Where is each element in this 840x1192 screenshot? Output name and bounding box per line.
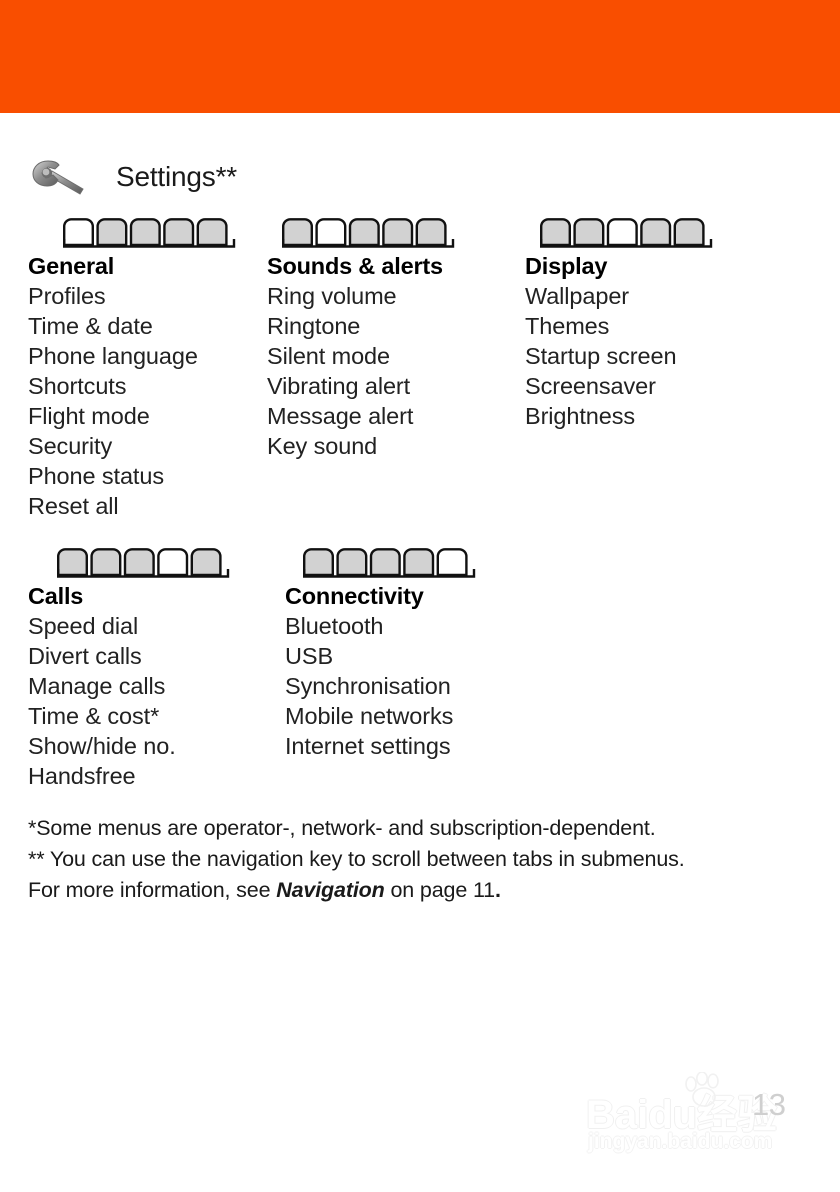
menu-list-general: Profiles Time & date Phone language Shor… [28, 281, 237, 521]
tab-4 [163, 218, 195, 247]
page-title: Settings** [116, 161, 237, 192]
footnote-line-1: *Some menus are operator-, network- and … [28, 816, 656, 840]
footnote-line-3: For more information, see Navigation on … [28, 875, 818, 906]
paw-print-icon [685, 1072, 719, 1107]
tab-2-selected [315, 218, 347, 247]
tab-5 [415, 218, 447, 247]
watermark-wordmark: Baidu经验 [586, 1082, 777, 1140]
menu-item[interactable]: Brightness [525, 403, 636, 429]
menu-heading-connectivity: Connectivity [285, 583, 424, 609]
tab-5 [673, 218, 705, 247]
tab-5-selected [436, 548, 468, 577]
menu-item[interactable]: Reset all [28, 493, 119, 519]
menu-list-display: Wallpaper Themes Startup screen Screensa… [525, 281, 714, 431]
tab-2 [90, 548, 122, 577]
tab-3 [369, 548, 401, 577]
menu-item[interactable]: Phone language [28, 343, 198, 369]
menu-item[interactable]: Screensaver [525, 373, 656, 399]
page-number: 13 [752, 1087, 786, 1122]
footnote-period: . [494, 878, 501, 902]
menu-list-sounds-alerts: Ring volume Ringtone Silent mode Vibrati… [267, 281, 456, 461]
footnote-prefix: For more information, see [28, 878, 277, 902]
tab-strip-connectivity[interactable] [302, 547, 477, 579]
tab-4 [403, 548, 435, 577]
tab-4 [640, 218, 672, 247]
menu-item[interactable]: Handsfree [28, 763, 136, 789]
menu-item[interactable]: Time & cost* [28, 703, 160, 729]
page-title-row: Settings** [30, 155, 237, 199]
tab-3 [123, 548, 155, 577]
tab-strip-sounds-alerts[interactable] [281, 217, 456, 249]
footnotes: *Some menus are operator-, network- and … [28, 813, 818, 906]
tab-5 [190, 548, 222, 577]
menu-item[interactable]: Flight mode [28, 403, 150, 429]
menu-item[interactable]: Wallpaper [525, 283, 630, 309]
wrench-icon [30, 158, 92, 196]
footnote-suffix: on page 11 [384, 878, 495, 902]
menu-list-calls: Speed dial Divert calls Manage calls Tim… [28, 611, 231, 791]
menu-item[interactable]: Ringtone [267, 313, 361, 339]
menu-item[interactable]: Key sound [267, 433, 378, 459]
menu-block-display: Display Wallpaper Themes Startup screen … [525, 217, 714, 431]
menu-heading-sounds-alerts: Sounds & alerts [267, 253, 443, 279]
tab-strip-display[interactable] [539, 217, 714, 249]
menu-item[interactable]: Mobile networks [285, 703, 454, 729]
menu-item[interactable]: Message alert [267, 403, 414, 429]
menu-item[interactable]: Manage calls [28, 673, 166, 699]
menu-item[interactable]: Speed dial [28, 613, 139, 639]
menu-item[interactable]: Themes [525, 313, 610, 339]
tab-strip-calls[interactable] [56, 547, 231, 579]
watermark-baidu-text: Baidu [586, 1093, 698, 1137]
menu-item[interactable]: Ring volume [267, 283, 397, 309]
menu-heading-display: Display [525, 253, 608, 279]
menu-item[interactable]: Divert calls [28, 643, 142, 669]
menu-item[interactable]: Synchronisation [285, 673, 451, 699]
tab-strip-general[interactable] [62, 217, 237, 249]
menu-heading-calls: Calls [28, 583, 84, 609]
menu-block-connectivity: Connectivity Bluetooth USB Synchronisati… [285, 547, 477, 761]
menu-list-connectivity: Bluetooth USB Synchronisation Mobile net… [285, 611, 477, 761]
tab-1 [540, 218, 571, 247]
tab-3-selected [606, 218, 638, 247]
tab-1 [282, 218, 313, 247]
menu-item[interactable]: Phone status [28, 463, 164, 489]
tab-4-selected [157, 548, 189, 577]
menu-item[interactable]: Security [28, 433, 113, 459]
menu-block-calls: Calls Speed dial Divert calls Manage cal… [28, 547, 231, 791]
tab-2 [96, 218, 128, 247]
tab-1-selected [63, 218, 94, 247]
tab-1 [57, 548, 88, 577]
menu-item[interactable]: Startup screen [525, 343, 677, 369]
menu-item[interactable]: Silent mode [267, 343, 390, 369]
menu-item[interactable]: Vibrating alert [267, 373, 411, 399]
menu-item[interactable]: USB [285, 643, 334, 669]
footnote-reference-navigation: Navigation [276, 878, 385, 902]
menu-item[interactable]: Time & date [28, 313, 153, 339]
tab-2 [573, 218, 605, 247]
tab-5 [196, 218, 228, 247]
menu-item[interactable]: Internet settings [285, 733, 451, 759]
tab-4 [382, 218, 414, 247]
watermark-url: jingyan.baidu.com [588, 1130, 773, 1153]
tab-2 [336, 548, 368, 577]
tab-1 [303, 548, 334, 577]
tab-3 [348, 218, 380, 247]
menu-item[interactable]: Bluetooth [285, 613, 384, 639]
menu-item[interactable]: Profiles [28, 283, 106, 309]
menu-block-general: General Profiles Time & date Phone langu… [28, 217, 237, 521]
header-orange-band [0, 0, 840, 113]
menu-heading-general: General [28, 253, 115, 279]
menu-item[interactable]: Shortcuts [28, 373, 127, 399]
tab-3 [129, 218, 161, 247]
footnote-line-2: ** You can use the navigation key to scr… [28, 847, 685, 871]
menu-block-sounds-alerts: Sounds & alerts Ring volume Ringtone Sil… [267, 217, 456, 461]
menu-item[interactable]: Show/hide no. [28, 733, 176, 759]
